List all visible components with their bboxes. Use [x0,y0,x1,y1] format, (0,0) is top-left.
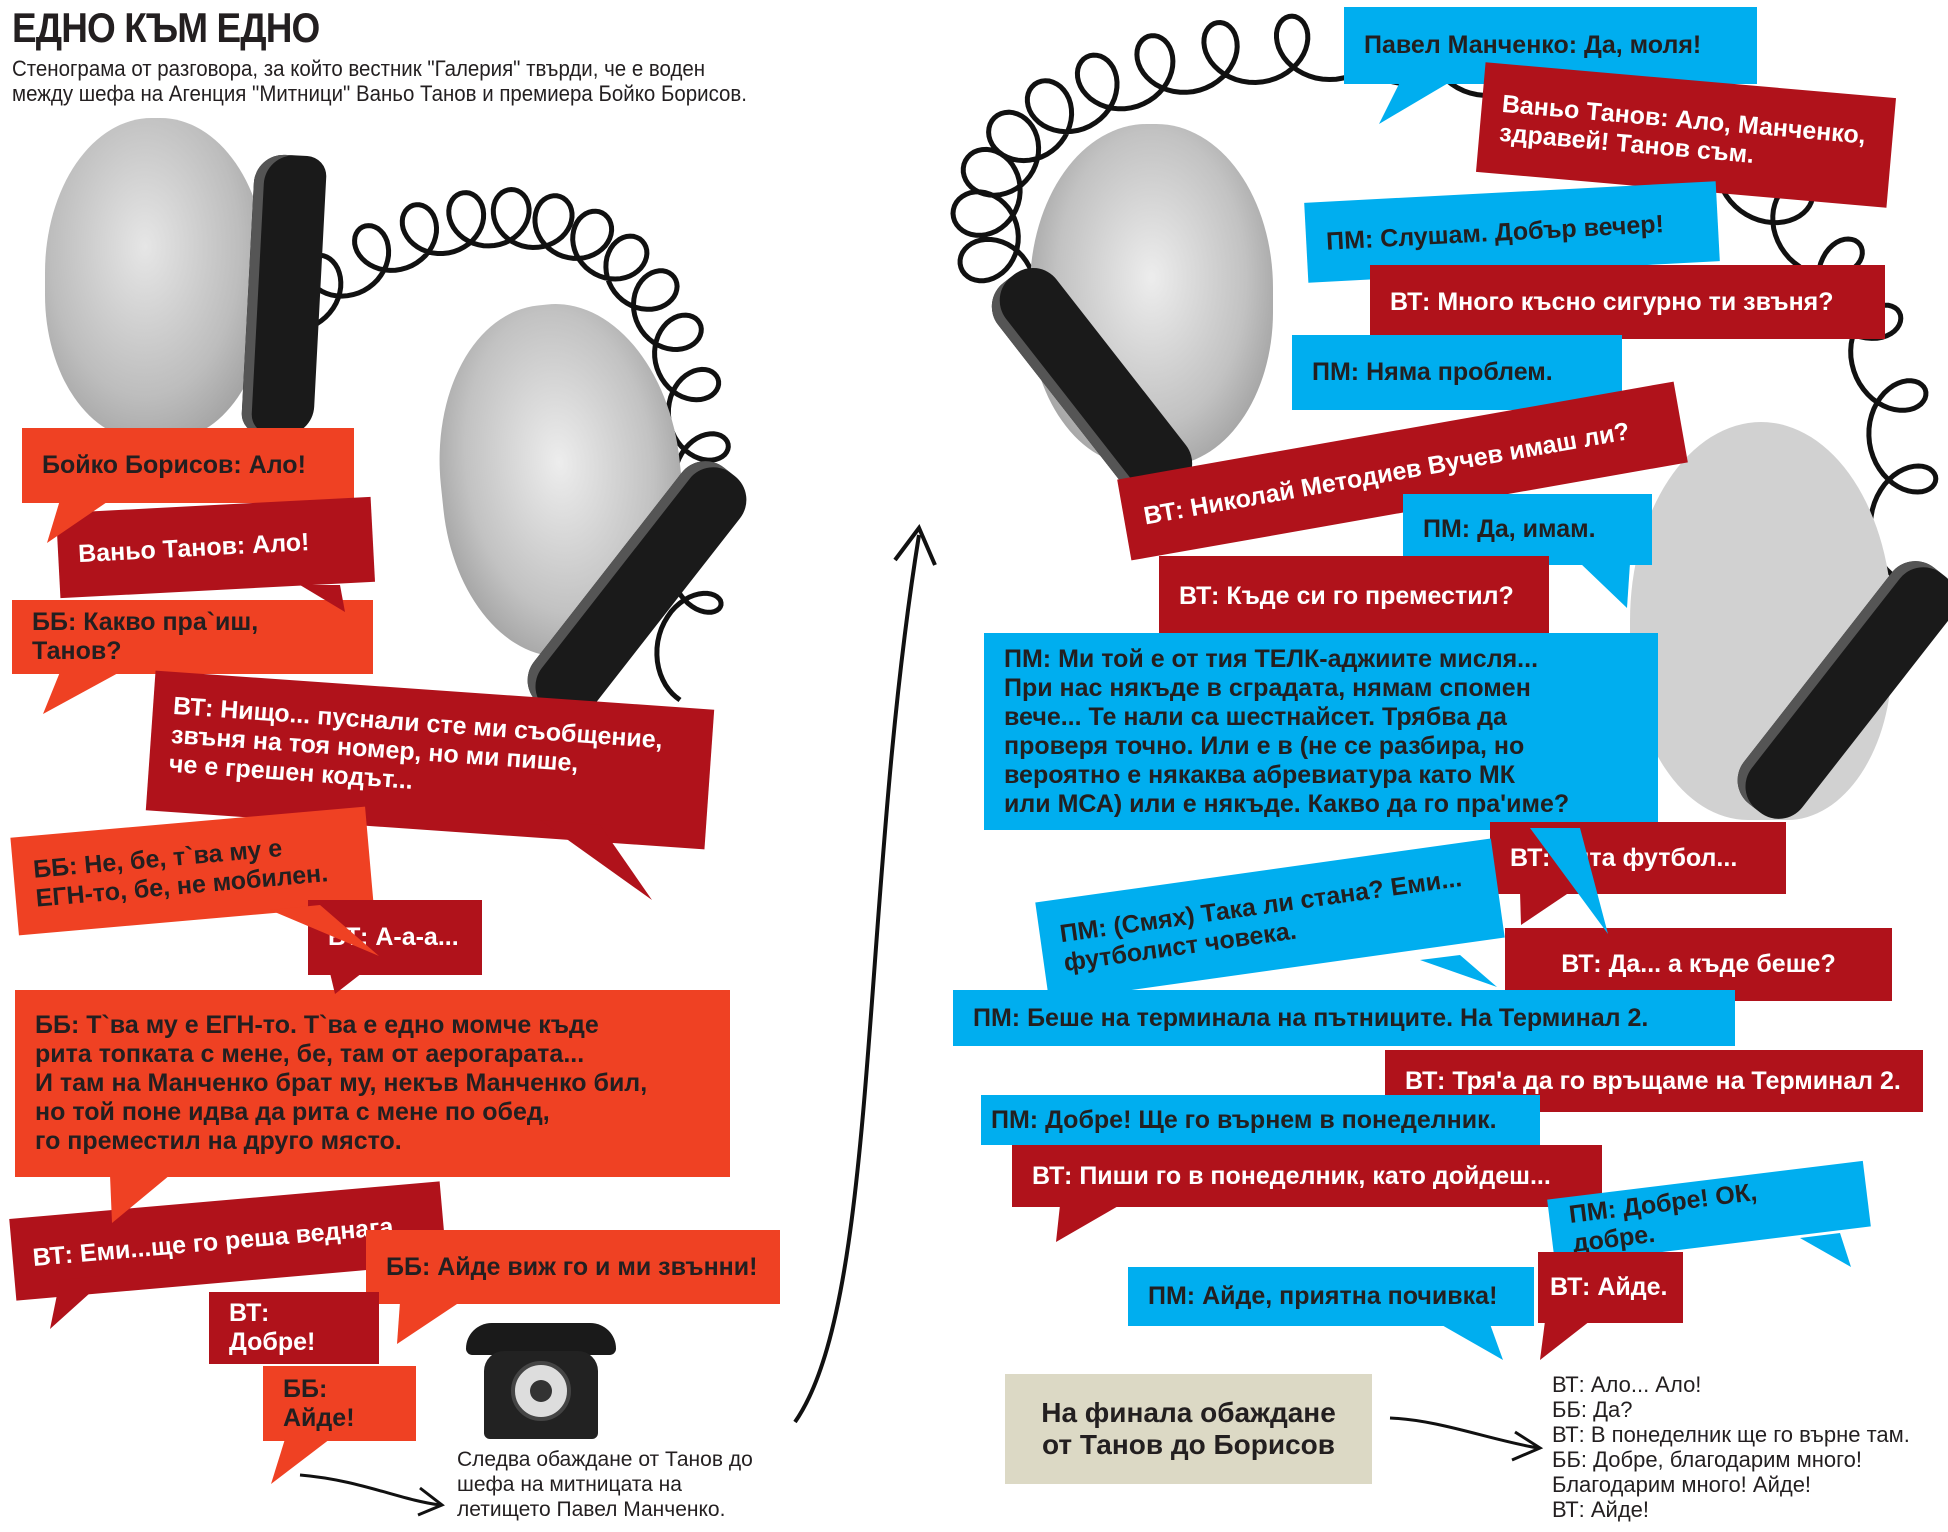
speech-bubble-manchenko: ПМ: Айде, приятна почивка! [1128,1267,1534,1326]
phone-handset-icon [240,153,328,437]
speech-bubble-tanov: ВТ: А-а-а... [308,900,482,975]
rotary-phone-icon [466,1323,616,1441]
final-call-transcript: ВТ: Ало... Ало! ББ: Да? ВТ: В понеделник… [1552,1372,1910,1522]
page-subtitle: Стенограма от разговора, за който вестни… [12,56,747,106]
speech-bubble-manchenko: ПМ: Няма проблем. [1292,335,1622,410]
speech-bubble-tanov: ВТ: Айде. [1538,1252,1683,1323]
speech-bubble-manchenko: ПМ: Ми той е от тия ТЕЛК-аджиите мисля..… [984,633,1658,830]
speech-bubble-tanov: ВТ: Много късно сигурно ти звъня? [1370,265,1885,339]
speech-bubble-manchenko: ПМ: Да, имам. [1403,494,1652,565]
speech-bubble-tanov: ВТ: Да... а къде беше? [1505,928,1892,1001]
borisov-photo [45,118,267,440]
speech-bubble-borisov: ББ: Т`ва му е ЕГН-то. Т`ва е едно момче … [15,990,730,1177]
speech-bubble-tanov: ВТ: Рита футбол... [1490,822,1786,894]
speech-bubble-borisov: Бойко Борисов: Ало! [22,428,354,503]
page-title: ЕДНО КЪМ ЕДНО [12,4,320,51]
speech-bubble-borisov: ББ: Айде! [263,1366,416,1441]
speech-bubble-tanov: Ваньо Танов: Ало! [55,496,376,599]
speech-bubble-borisov: ББ: Какво пра`иш, Танов? [12,600,373,674]
speech-bubble-tanov: ВТ: Добре! [209,1292,379,1364]
speech-bubble-borisov: ББ: Айде виж го и ми звънни! [366,1230,780,1304]
final-call-label: На финала обаждане от Танов до Борисов [1005,1374,1372,1484]
speech-bubble-manchenko: ПМ: Беше на терминала на пътниците. На Т… [953,990,1735,1046]
next-call-note: Следва обаждане от Танов до шефа на митн… [457,1448,753,1521]
speech-bubble-tanov: ВТ: Къде си го преместил? [1159,556,1549,636]
speech-bubble-tanov: ВТ: Пиши го в понеделник, като дойдеш... [1012,1145,1602,1207]
speech-bubble-manchenko: ПМ: Добре! Ще го върнем в понеделник. [981,1095,1540,1145]
